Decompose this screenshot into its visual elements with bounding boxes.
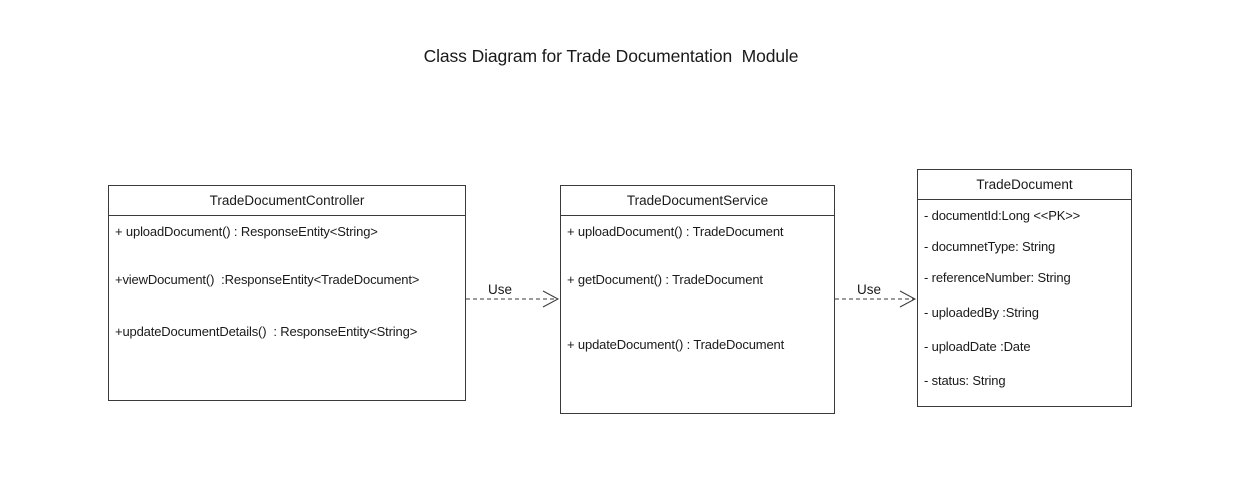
class-trade-document-controller[interactable]: TradeDocumentController + uploadDocument… (108, 185, 466, 401)
attribute-document-id: - documentId:Long <<PK>> (924, 208, 1081, 223)
class-name: TradeDocument (918, 170, 1131, 200)
attribute-upload-date: - uploadDate :Date (924, 339, 1031, 354)
method-get-document: + getDocument() : TradeDocument (567, 272, 763, 287)
attribute-status: - status: String (924, 373, 1006, 388)
class-trade-document[interactable]: TradeDocument - documentId:Long <<PK>> -… (917, 169, 1132, 407)
method-upload-document: + uploadDocument() : ResponseEntity<Stri… (115, 224, 378, 239)
relation-label-use: Use (857, 282, 882, 297)
attribute-uploaded-by: - uploadedBy :String (924, 305, 1039, 320)
attribute-document-type: - documnetType: String (924, 239, 1056, 254)
method-upload-document: + uploadDocument() : TradeDocument (567, 224, 784, 239)
class-trade-document-service[interactable]: TradeDocumentService + uploadDocument() … (560, 185, 835, 414)
relation-label-use: Use (488, 282, 513, 297)
class-name: TradeDocumentController (109, 186, 465, 216)
method-view-document: +viewDocument() :ResponseEntity<TradeDoc… (115, 272, 420, 287)
method-update-document: + updateDocument() : TradeDocument (567, 337, 785, 352)
class-name: TradeDocumentService (561, 186, 834, 216)
diagram-title: Class Diagram for Trade Documentation Mo… (423, 46, 799, 66)
attribute-reference-number: - referenceNumber: String (924, 270, 1071, 285)
method-update-document-details: +updateDocumentDetails() : ResponseEntit… (115, 324, 418, 339)
